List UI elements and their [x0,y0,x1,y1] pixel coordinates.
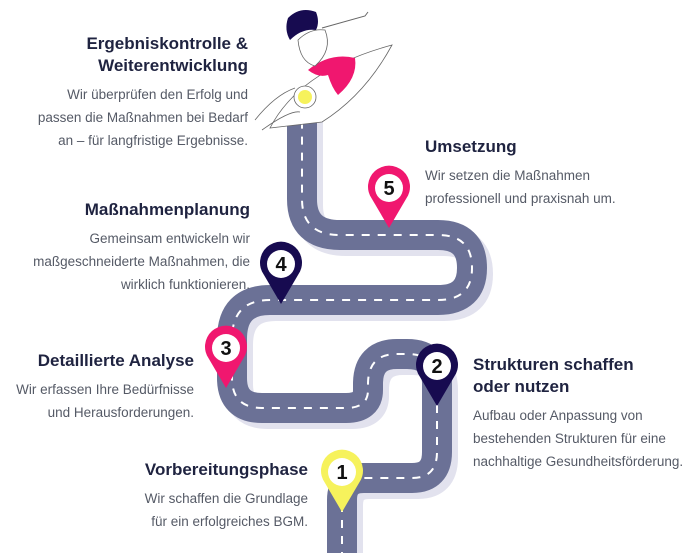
text-line: für ein erfolgreiches BGM. [151,514,308,529]
pin-center [328,458,356,486]
step-5-text: Wir setzen die Maßnahmen professionell un… [425,164,616,210]
step-4-block: Maßnahmenplanung Gemeinsam entwickeln wi… [33,199,250,296]
text-line: Wir erfassen Ihre Bedürfnisse [16,382,194,397]
step-3-block: Detaillierte Analyse Wir erfassen Ihre B… [16,350,194,424]
title-line: Ergebniskontrolle & [86,34,248,53]
text-line: nachhaltige Gesundheitsförderung. [473,454,684,469]
pin-center [375,174,403,202]
pin-number: 4 [275,254,287,276]
step-1-block: Vorbereitungsphase Wir schaffen die Grun… [145,459,308,533]
step-3-title: Detaillierte Analyse [37,351,194,370]
pin-5: 5 [368,165,410,228]
text-line: Wir setzen die Maßnahmen [425,168,591,183]
pin-3: 3 [205,325,247,388]
pin-number: 5 [383,178,394,200]
text-line: Aufbau oder Anpassung von [473,408,643,423]
pin-2: 2 [416,343,459,406]
step-1-title: Vorbereitungsphase [144,460,308,479]
pin-4: 4 [260,241,303,304]
step-2-text: Aufbau oder Anpassung von bestehenden Str… [473,404,683,473]
pin-number: 1 [336,462,347,484]
text-line: Gemeinsam entwickeln wir [89,231,250,246]
pin-center [267,250,295,278]
step-2-block: Strukturen schaffen oder nutzen Aufbau od… [473,354,683,473]
pin-1: 1 [320,449,363,512]
text-line: wirklich funktionieren. [120,277,250,292]
step-3-text: Wir erfassen Ihre Bedürfnisse und Herausf… [16,378,194,424]
text-line: maßgeschneiderte Maßnahmen, die [33,254,250,269]
text-line: Wir schaffen die Grundlage [144,491,308,506]
pin-center [212,334,240,362]
text-line: an – für langfristige Ergebnisse. [58,133,248,148]
step-4-title: Maßnahmenplanung [84,200,250,219]
step-1-text: Wir schaffen die Grundlage für ein erfolg… [145,487,308,533]
text-line: Wir überprüfen den Erfolg und [67,87,248,102]
step-5-block: Umsetzung Wir setzen die Maßnahmen profes… [425,136,616,210]
pins: 1 2 3 4 5 [205,165,459,512]
step-4-text: Gemeinsam entwickeln wir maßgeschneiderte… [33,227,250,296]
title-line: Weiterentwicklung [98,56,248,75]
text-line: passen die Maßnahmen bei Bedarf [37,110,248,125]
pin-number: 2 [431,356,442,378]
title-line: oder nutzen [473,377,570,396]
step-6-text: Wir überprüfen den Erfolg und passen die … [38,83,248,152]
rocket-illustration [254,10,393,131]
step-6-block: Ergebniskontrolle & Weiterentwicklung Wir… [38,33,248,152]
pin-number: 3 [220,338,231,360]
step-2-title: Strukturen schaffen oder nutzen [473,354,683,398]
text-line: bestehenden Strukturen für eine [473,431,666,446]
text-line: und Herausforderungen. [47,405,194,420]
title-line: Strukturen schaffen [473,355,634,374]
pin-center [423,352,451,380]
step-5-title: Umsetzung [425,137,517,156]
text-line: professionell und praxisnah um. [425,191,616,206]
road [217,120,494,553]
step-6-title: Ergebniskontrolle & Weiterentwicklung [38,33,248,77]
